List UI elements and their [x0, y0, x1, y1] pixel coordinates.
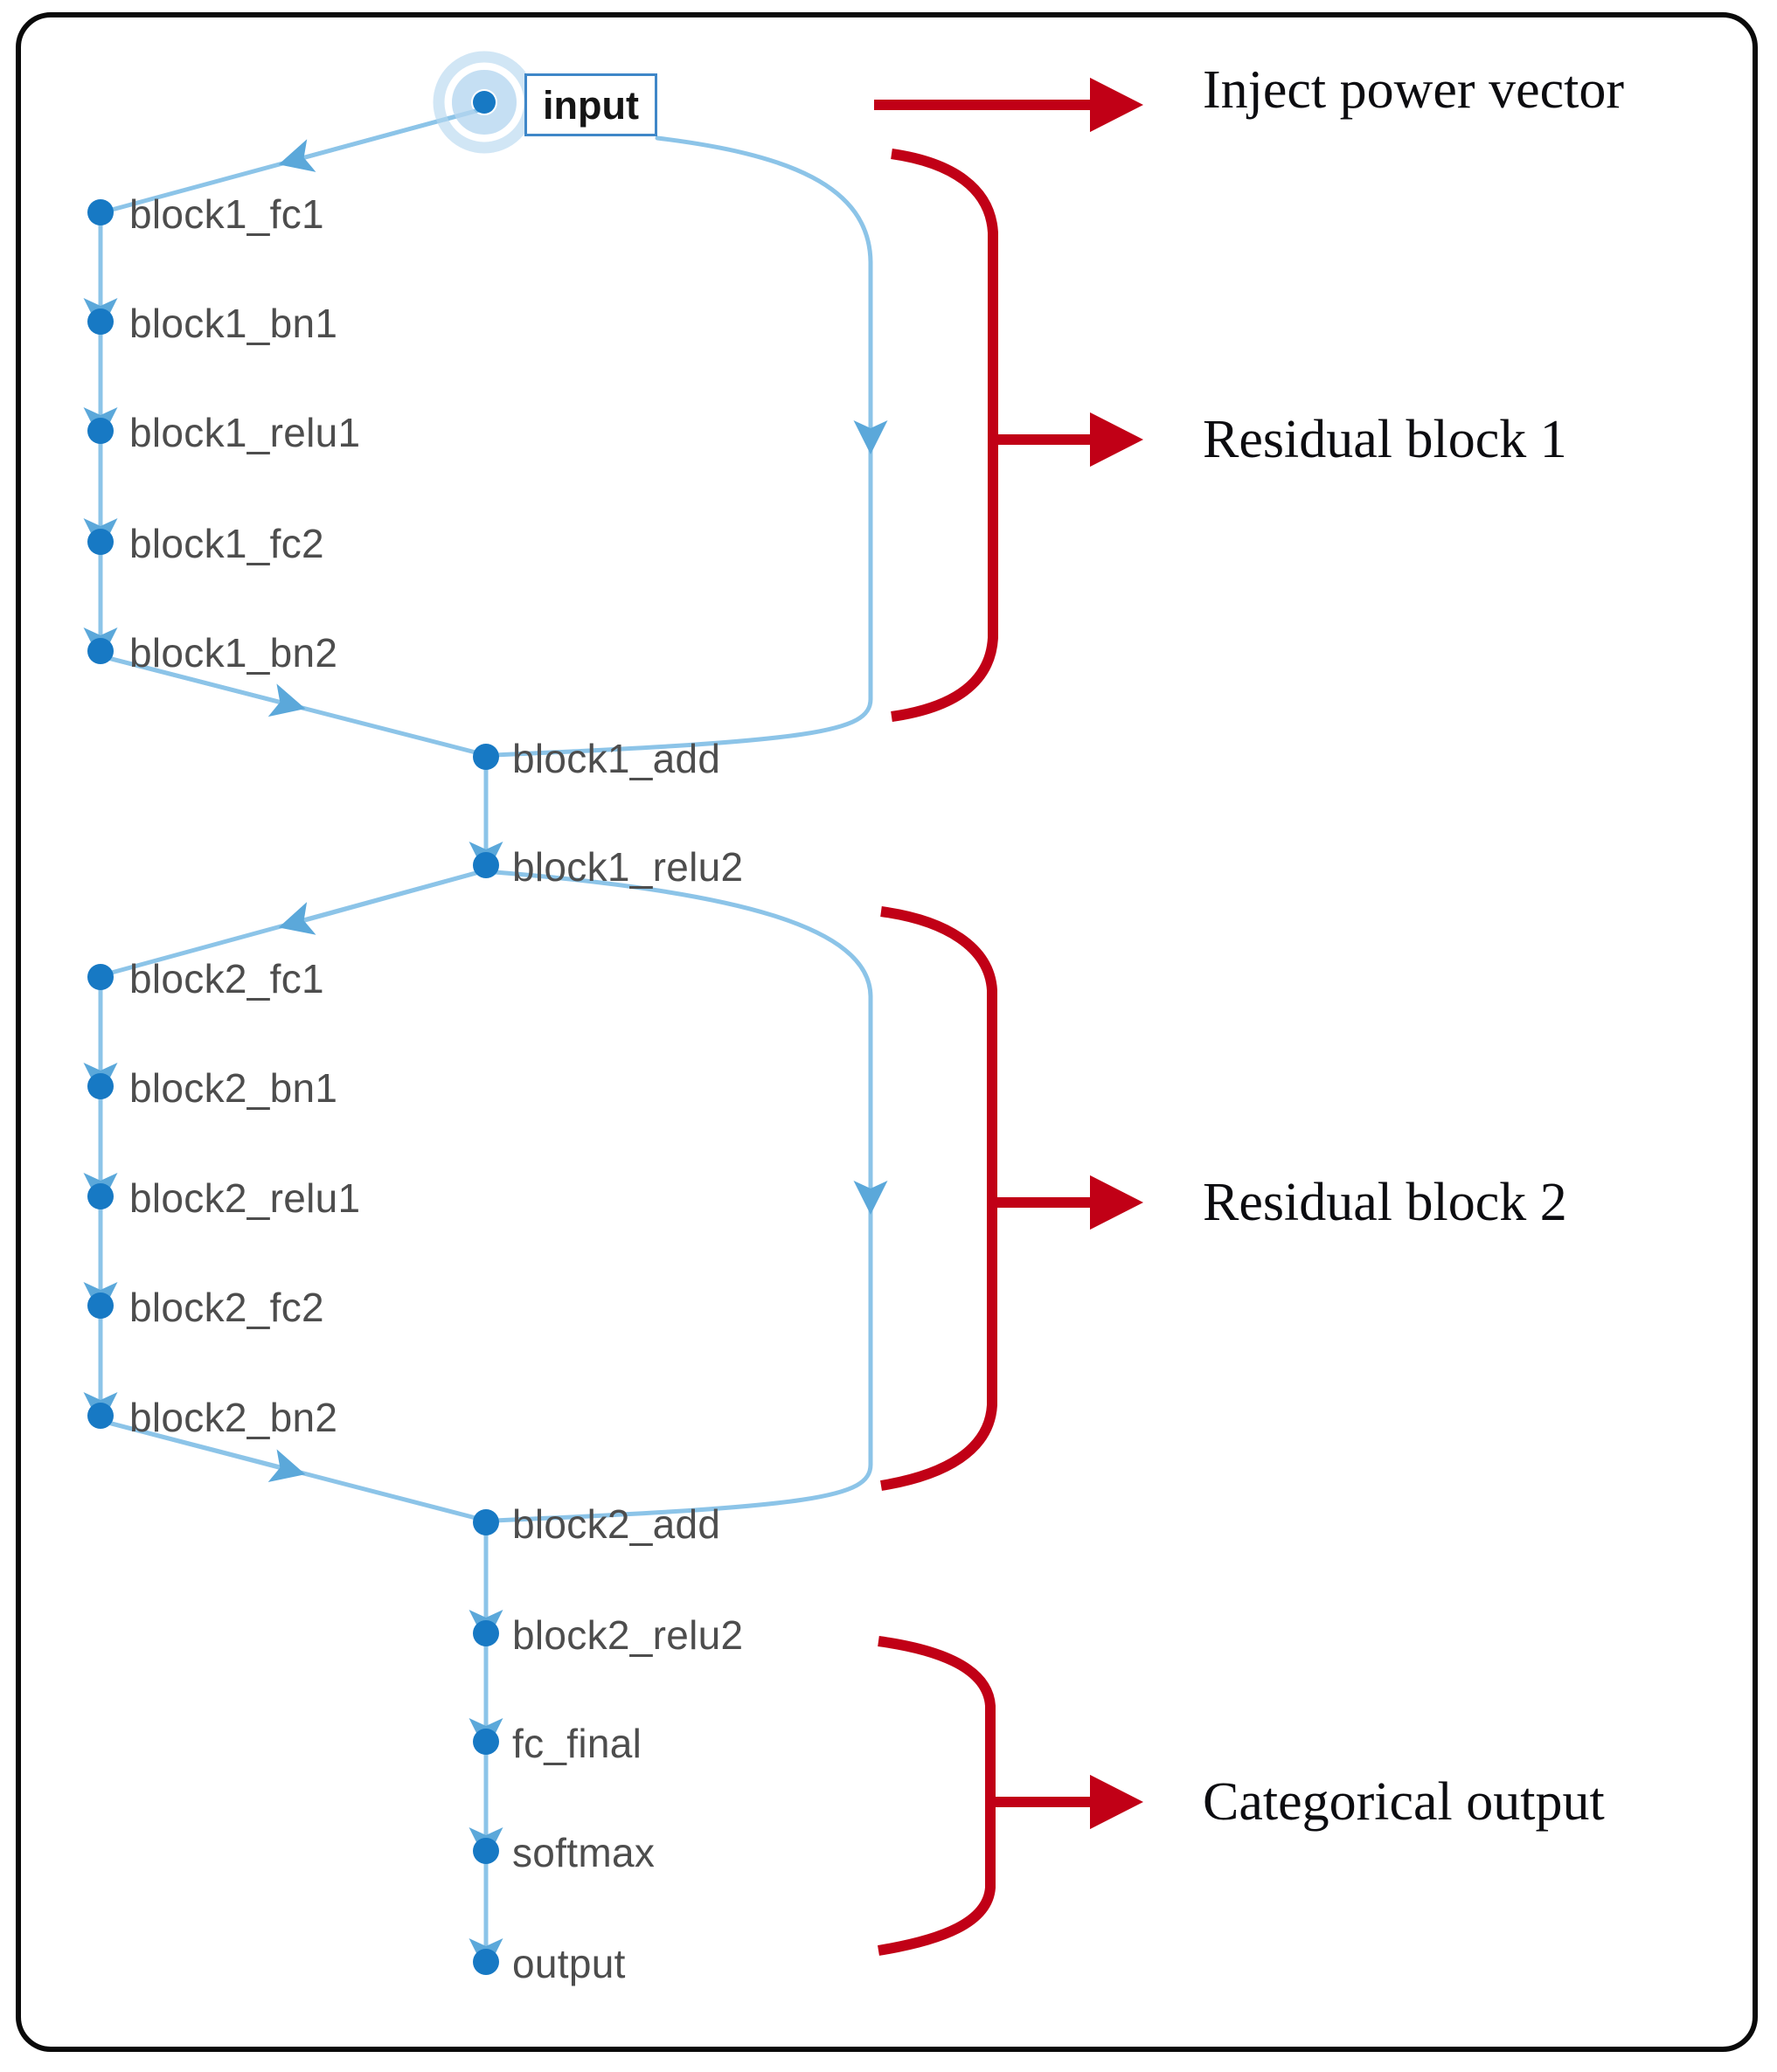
node-input-box[interactable]: input — [524, 73, 657, 136]
node-label-fc_final[interactable]: fc_final — [512, 1721, 642, 1766]
annotation-label-categorical-output: Categorical output — [1203, 1772, 1605, 1832]
node-label-block2_fc2[interactable]: block2_fc2 — [129, 1285, 324, 1330]
node-label-input: input — [543, 82, 639, 128]
node-label-block2_relu1[interactable]: block2_relu1 — [129, 1175, 361, 1221]
node-label-block1_fc1[interactable]: block1_fc1 — [129, 191, 324, 237]
node-label-block1_bn2[interactable]: block1_bn2 — [129, 630, 338, 676]
annotation-label-residual-block-1: Residual block 1 — [1203, 410, 1567, 469]
node-label-block2_fc1[interactable]: block2_fc1 — [129, 956, 324, 1001]
node-label-output[interactable]: output — [512, 1941, 626, 1986]
node-label-block2_relu2[interactable]: block2_relu2 — [512, 1612, 744, 1658]
node-label-softmax[interactable]: softmax — [512, 1830, 656, 1875]
node-label-block2_bn1[interactable]: block2_bn1 — [129, 1065, 338, 1111]
node-label-block1_relu2[interactable]: block1_relu2 — [512, 844, 744, 890]
node-label-block1_relu1[interactable]: block1_relu1 — [129, 410, 361, 455]
node-label-block1_fc2[interactable]: block1_fc2 — [129, 521, 324, 566]
node-label-block1_bn1[interactable]: block1_bn1 — [129, 301, 338, 346]
annotation-label-inject-power-vector: Inject power vector — [1203, 60, 1624, 120]
annotation-label-residual-block-2: Residual block 2 — [1203, 1173, 1567, 1232]
node-label-block2_bn2[interactable]: block2_bn2 — [129, 1395, 338, 1440]
node-label-block2_add[interactable]: block2_add — [512, 1501, 721, 1547]
node-label-block1_add[interactable]: block1_add — [512, 736, 721, 781]
